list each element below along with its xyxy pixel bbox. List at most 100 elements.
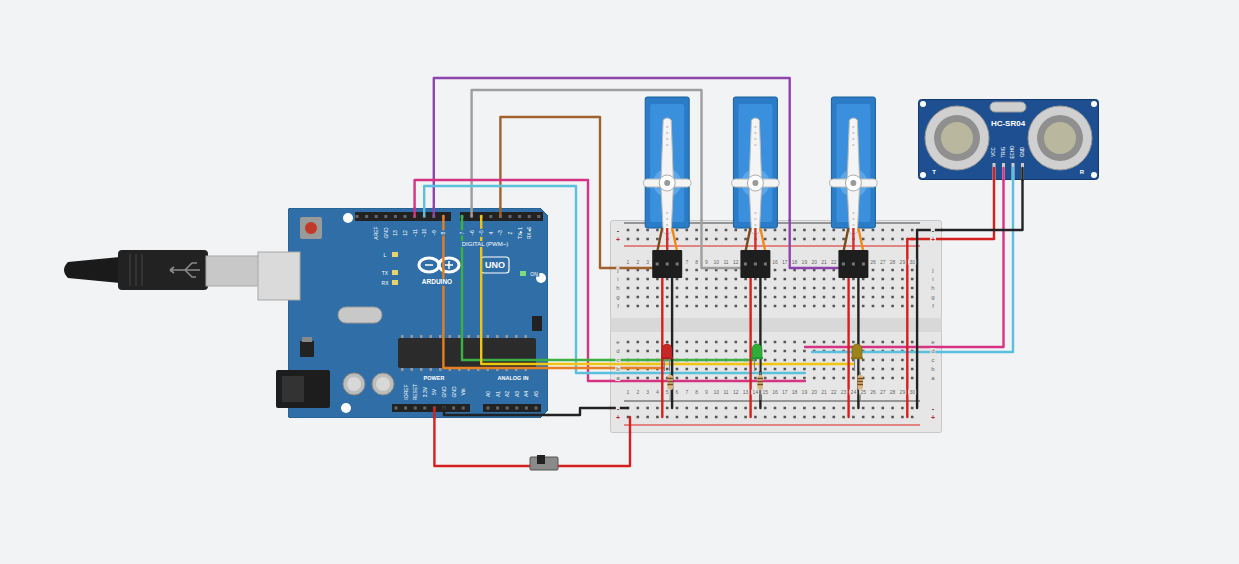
board-pin-label: 7 <box>460 231 465 236</box>
breadboard-index: 26 <box>869 260 877 265</box>
arduino-board-shape <box>356 215 452 218</box>
jumper-wire <box>548 408 610 415</box>
breadboard-shape <box>627 278 915 281</box>
resistor-symbol <box>857 372 863 400</box>
jumper-wire <box>942 180 1004 347</box>
sensor-board-shape <box>919 100 1099 180</box>
resistor-symbol <box>667 379 673 385</box>
board-pin-label: ~6 <box>469 229 474 237</box>
board-pin-label: UNO <box>484 261 506 270</box>
breadboard-index: 17 <box>781 390 789 395</box>
breadboard-index: - <box>931 227 935 234</box>
arduino-board-shape <box>302 337 312 342</box>
breadboard-index: 14 <box>752 390 760 395</box>
board-pin-label: IOREF <box>403 383 408 400</box>
arduino-board-shape <box>300 341 314 357</box>
board-pin-label: 8 <box>441 231 446 236</box>
sensor-board-shape <box>918 99 1099 180</box>
usb-cable <box>64 257 120 283</box>
board-pin-label: A4 <box>524 390 529 398</box>
wire-stub <box>415 208 805 381</box>
board-pin-label: DIGITAL (PWM~) <box>461 241 510 247</box>
board-pin-label: A1 <box>495 390 500 398</box>
ultrasonic-sensor: HC-SR04VCCTRIGECHOGNDTR <box>918 99 1099 180</box>
sensor-board-shape <box>1091 101 1097 107</box>
breadboard-index: c <box>616 357 621 363</box>
jumper-wire <box>942 180 1013 352</box>
breadboard-shape <box>627 416 915 419</box>
jumper-wire <box>548 363 610 365</box>
sensor-label: T <box>931 169 937 175</box>
resistor-symbol <box>667 375 673 390</box>
sensor-board-shape <box>925 106 989 170</box>
breadboard-index: 13 <box>742 390 750 395</box>
servo-motor <box>664 180 670 186</box>
arduino-board-shape <box>483 404 541 412</box>
breadboard-index: - <box>616 405 620 412</box>
breadboard-index: 16 <box>771 390 779 395</box>
resistor-symbol <box>757 375 763 390</box>
sensor-label: TRIG <box>1001 146 1006 159</box>
board-pin-label: POWER <box>423 376 446 382</box>
board-pin-label: ANALOG IN <box>497 376 530 382</box>
servo-motor <box>829 179 877 187</box>
breadboard-index: 3 <box>645 390 650 395</box>
resistor-symbol <box>757 372 763 400</box>
servo-motor <box>842 263 865 266</box>
breadboard-shape <box>627 305 915 308</box>
breadboard-index: 23 <box>840 390 848 395</box>
arduino-board-shape <box>520 271 526 276</box>
breadboard-index: 2 <box>635 390 640 395</box>
breadboard-index: e <box>615 339 620 345</box>
servo-motor <box>852 228 854 252</box>
wire-stub <box>472 208 740 268</box>
board-pin-label: 12 <box>403 229 408 237</box>
breadboard-index: b <box>615 366 620 372</box>
board-pin-label: TX▸1 <box>517 226 522 240</box>
led <box>661 344 673 371</box>
servo-motor <box>643 97 691 278</box>
board-pin-label: ARDUINO <box>421 279 453 286</box>
breadboard-index: d <box>615 348 620 354</box>
breadboard-index: g <box>930 294 935 300</box>
breadboard-shape <box>627 407 915 410</box>
arduino-board-shape <box>347 377 361 391</box>
board-pin-label: TX <box>381 271 389 276</box>
servo-motor <box>843 228 848 252</box>
breadboard-index: 12 <box>732 260 740 265</box>
sensor-board-shape <box>993 163 1025 180</box>
breadboard-index: a <box>615 375 620 381</box>
jumper-wire <box>548 367 610 369</box>
breadboard-index: c <box>931 357 936 363</box>
resistor-symbol <box>857 375 863 390</box>
led <box>661 357 673 359</box>
breadboard-index: - <box>931 405 935 412</box>
arduino-board-shape <box>401 335 534 338</box>
board-pin-label: RX <box>381 281 390 286</box>
wire-stub <box>444 408 628 415</box>
servo-motor <box>657 228 662 252</box>
led <box>751 344 763 371</box>
servo-motor <box>752 180 758 186</box>
servo-motor <box>852 126 854 228</box>
arduino-board-shape <box>532 316 542 331</box>
resistor-symbol <box>857 379 863 385</box>
breadboard-index: 1 <box>626 260 631 265</box>
breadboard-index: 29 <box>899 260 907 265</box>
arduino-board-shape <box>392 404 470 412</box>
arduino-board-shape <box>372 373 394 395</box>
wire-stub <box>462 216 754 360</box>
breadboard-shape <box>611 318 942 332</box>
board-pin-label: A5 <box>534 390 539 398</box>
breadboard-index: 22 <box>830 390 838 395</box>
arduino-board-shape <box>338 307 382 323</box>
sensor-board-shape <box>920 101 926 107</box>
wire-stub <box>415 168 1023 433</box>
breadboard-index: j <box>931 267 934 273</box>
sensor-label: R <box>1079 169 1085 175</box>
breadboard-shape <box>627 296 915 299</box>
led <box>751 357 763 359</box>
servo-motor <box>760 228 765 252</box>
wire-stub <box>672 230 917 408</box>
